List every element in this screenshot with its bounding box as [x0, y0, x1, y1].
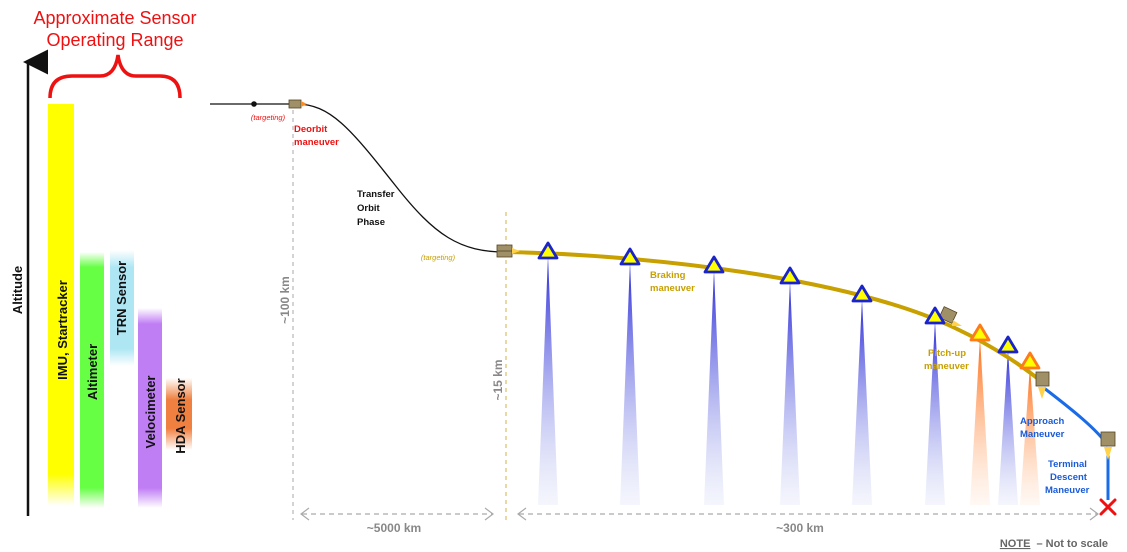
range-brace: [48, 54, 182, 99]
sensor-beams: [538, 256, 1040, 505]
marker-blue-3: [703, 255, 725, 274]
approach-label-line2: Maneuver: [1020, 429, 1065, 440]
sensor-bar-hda: [166, 378, 192, 450]
terminal-label-line2: Descent: [1050, 472, 1088, 483]
targeting-point: [251, 101, 257, 107]
dim-100km-label: ~100 km: [278, 276, 292, 324]
sensor-label-trn: TRN Sensor: [114, 261, 129, 335]
sensor-bar-imu: [48, 104, 74, 506]
marker-orange-1: [969, 323, 991, 342]
terminal-label-line3: Maneuver: [1045, 485, 1090, 496]
targeting-label-2: (targeting): [421, 253, 456, 262]
range-title-line1: Approximate Sensor: [33, 8, 196, 28]
dim-300km-arrow: [517, 507, 1099, 521]
transfer-orbit-trajectory: [295, 103, 507, 253]
landing-site-x-icon: [1099, 498, 1117, 516]
marker-blue-6: [924, 306, 946, 325]
spacecraft-deorbit-icon: [288, 99, 307, 109]
beam-blue-6: [925, 321, 945, 505]
deorbit-label-line2: maneuver: [294, 137, 339, 148]
transfer-label-line3: Phase: [357, 217, 385, 228]
range-title-line2: Operating Range: [46, 30, 183, 50]
measurement-markers: [537, 241, 1041, 370]
dim-5000km-arrow: [300, 507, 494, 521]
marker-blue-1: [537, 241, 559, 260]
spacecraft-pitchup-icon: [938, 306, 962, 326]
approach-label-line1: Approach: [1020, 416, 1065, 427]
sensor-label-velocimeter: Velocimeter: [143, 376, 158, 449]
transfer-label-line2: Orbit: [357, 203, 381, 214]
beam-orange-1: [970, 338, 990, 505]
scale-note: NOTE – Not to scale: [1000, 538, 1108, 550]
scale-note-text: – Not to scale: [1036, 538, 1108, 550]
marker-blue-5: [851, 284, 873, 303]
beam-blue-3: [704, 270, 724, 505]
marker-blue-4: [779, 266, 801, 285]
dim-5000km-label: ~5000 km: [367, 521, 421, 535]
marker-orange-2: [1019, 351, 1041, 370]
sensor-bar-velocimeter: [138, 308, 162, 508]
spacecraft-braking-start-icon: [496, 244, 520, 258]
braking-trajectory: [505, 250, 1044, 384]
transfer-label-line1: Transfer: [357, 189, 395, 200]
targeting-label-1: (targeting): [251, 113, 286, 122]
beam-orange-2: [1020, 366, 1040, 505]
dim-300km-label: ~300 km: [776, 521, 824, 535]
sensor-label-altimeter: Altimeter: [85, 344, 100, 400]
marker-blue-7: [997, 335, 1019, 354]
pitchup-label-line2: maneuver: [924, 361, 969, 372]
marker-blue-2: [619, 247, 641, 266]
sensor-bar-trn: [110, 250, 134, 366]
braking-label-line1: Braking: [650, 270, 686, 281]
beam-blue-4: [780, 281, 800, 505]
beam-blue-7: [998, 350, 1018, 505]
beam-blue-2: [620, 262, 640, 505]
pitchup-label-line1: Pitch-up: [928, 348, 966, 359]
terminal-label-line1: Terminal: [1048, 459, 1087, 470]
sensor-bar-altimeter: [80, 252, 104, 508]
altitude-axis-label: Altitude: [10, 266, 25, 314]
scale-note-prefix: NOTE: [1000, 538, 1031, 550]
braking-label-line2: maneuver: [650, 283, 695, 294]
dim-15km-label: ~15 km: [491, 359, 505, 400]
spacecraft-approach-icon: [1035, 371, 1050, 399]
spacecraft-terminal-icon: [1100, 431, 1116, 460]
sensor-label-imu: IMU, Startracker: [55, 280, 70, 380]
sensor-label-hda: HDA Sensor: [173, 378, 188, 453]
beam-blue-1: [538, 256, 558, 505]
beam-blue-5: [852, 299, 872, 505]
deorbit-label-line1: Deorbit: [294, 124, 328, 135]
